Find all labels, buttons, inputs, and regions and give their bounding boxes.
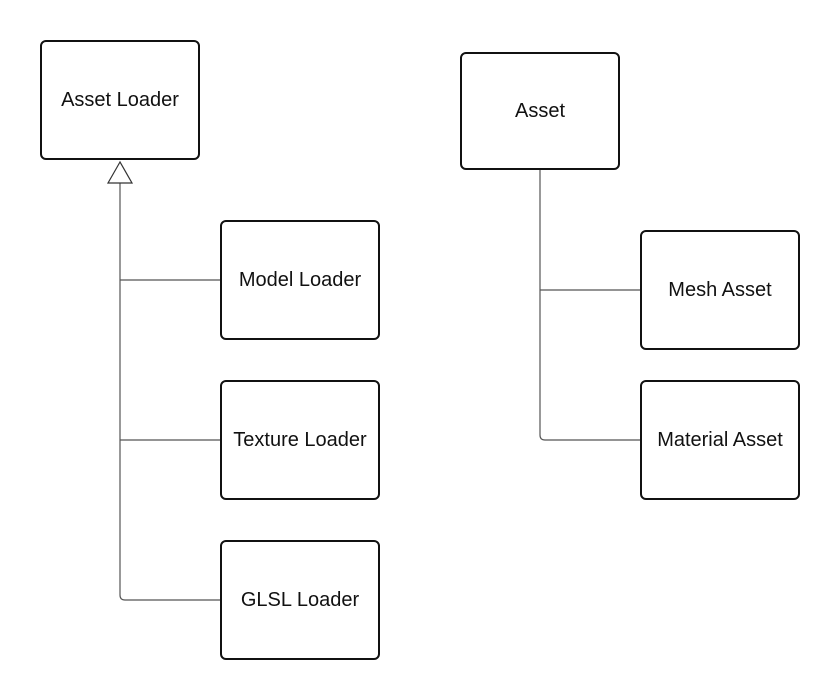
mesh-asset-label: Mesh Asset bbox=[668, 279, 772, 301]
inheritance-arrowhead bbox=[106, 160, 134, 184]
asset-trunk-line bbox=[539, 170, 640, 441]
asset-loader-node[interactable]: Asset Loader bbox=[40, 40, 200, 160]
material-asset-node[interactable]: Material Asset bbox=[640, 380, 800, 500]
texture-loader-node[interactable]: Texture Loader bbox=[220, 380, 380, 500]
material-asset-label: Material Asset bbox=[657, 429, 783, 451]
model-loader-node[interactable]: Model Loader bbox=[220, 220, 380, 340]
asset-node[interactable]: Asset bbox=[460, 52, 620, 170]
mesh-asset-node[interactable]: Mesh Asset bbox=[640, 230, 800, 350]
glsl-loader-label: GLSL Loader bbox=[240, 589, 360, 611]
glsl-loader-node[interactable]: GLSL Loader bbox=[220, 540, 380, 660]
asset-loader-label: Asset Loader bbox=[61, 89, 179, 111]
texture-loader-label: Texture Loader bbox=[233, 429, 367, 451]
inheritance-trunk-line bbox=[119, 183, 220, 601]
model-loader-label: Model Loader bbox=[238, 269, 362, 291]
asset-label: Asset bbox=[514, 100, 566, 122]
